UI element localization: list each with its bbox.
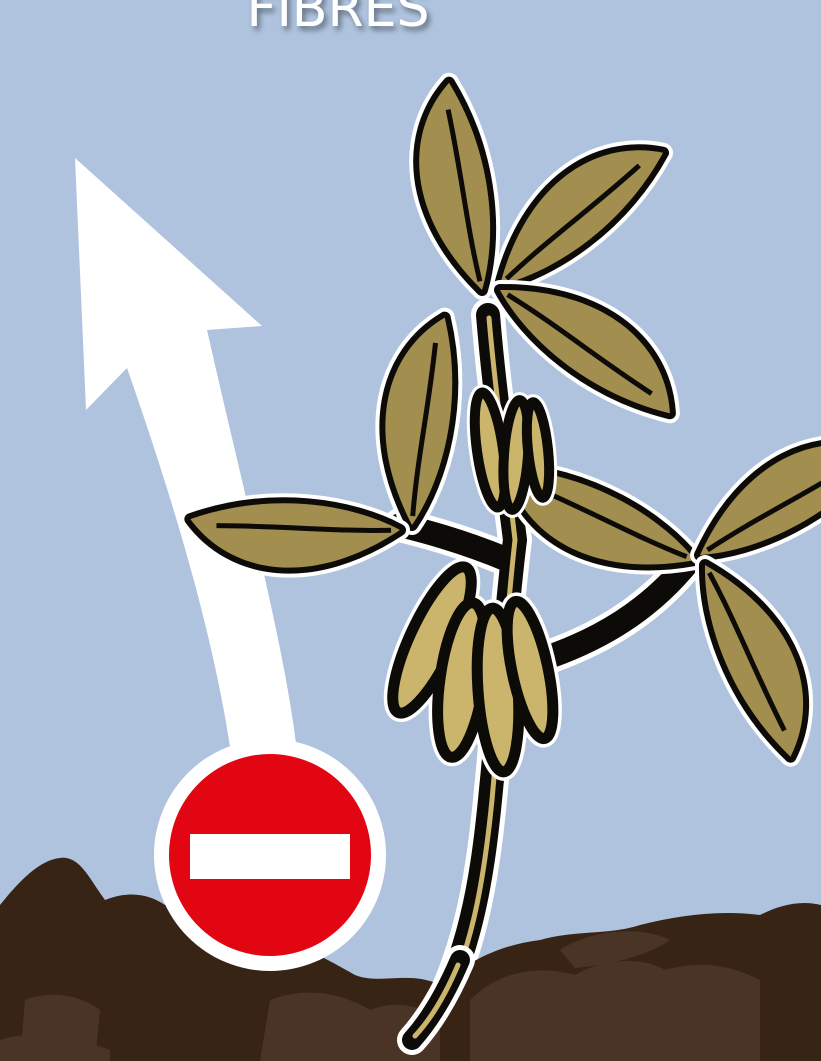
no-entry-sign-icon — [154, 739, 386, 971]
heading-text: FIBRES — [247, 0, 430, 39]
pod-cluster-upper — [469, 391, 553, 511]
pod-cluster-lower — [378, 558, 562, 773]
